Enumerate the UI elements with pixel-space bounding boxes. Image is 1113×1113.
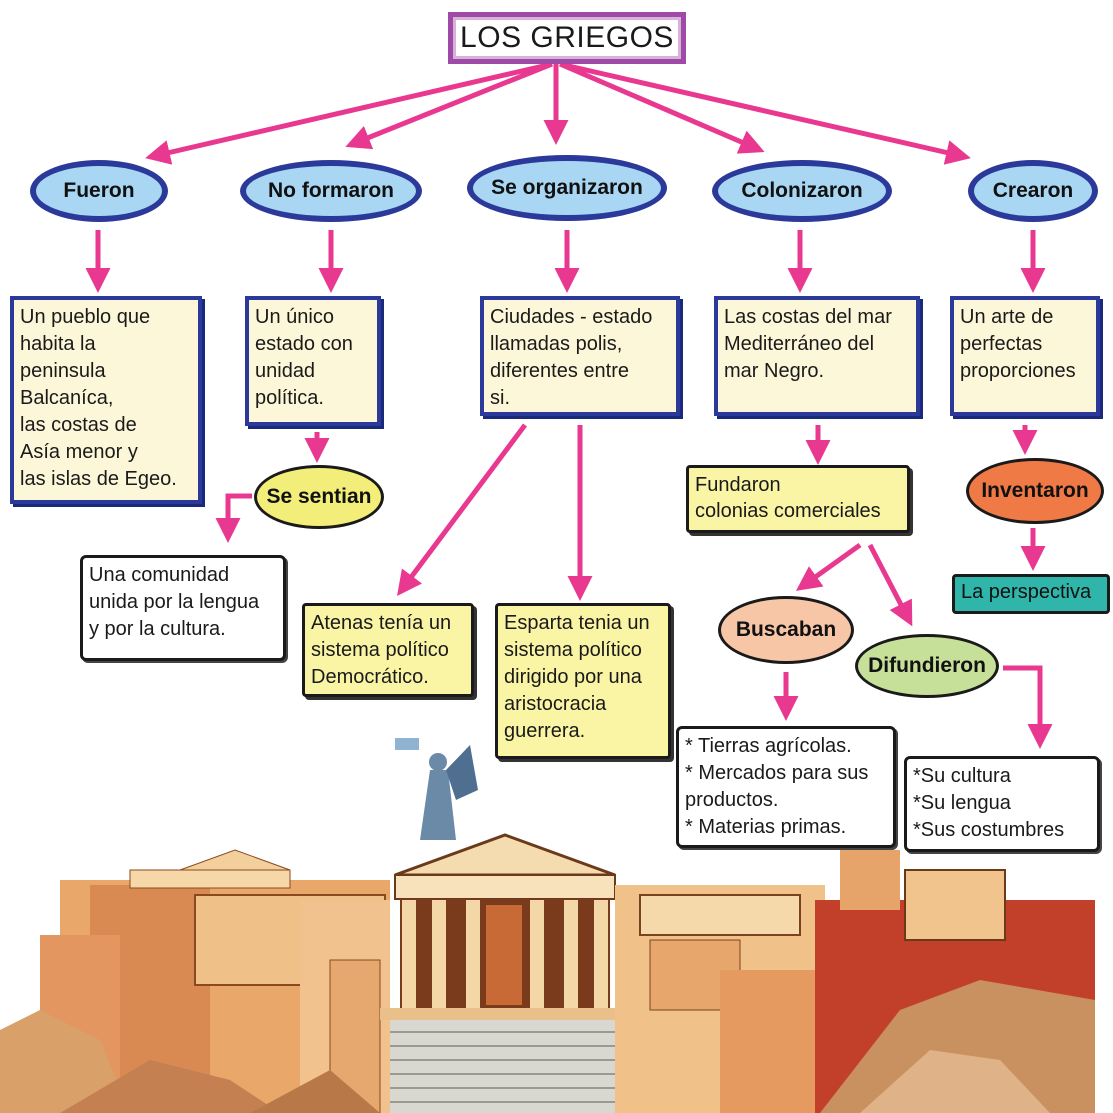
box-difundieron-items: *Su cultura *Su lengua *Sus costumbres	[904, 756, 1100, 852]
rocks	[0, 1010, 380, 1113]
box-se-organizaron-description: Ciudades - estado llamadas polis, difere…	[480, 296, 680, 416]
box-crearon-description: Un arte de perfectas proporciones	[950, 296, 1100, 416]
oval-inventaron: Inventaron	[966, 458, 1104, 524]
arrow-polis-atenas	[397, 423, 528, 597]
box-la-perspectiva: La perspectiva	[952, 574, 1110, 614]
arrow-fundaron-buscaban	[795, 542, 862, 591]
athena-statue	[395, 738, 478, 840]
box-fueron-description: Un pueblo que habita la peninsula Balcan…	[10, 296, 202, 504]
arrow-difundieron-items	[1003, 665, 1053, 749]
box-fundaron-colonias: Fundaron colonias comerciales	[686, 465, 910, 533]
box-colonizaron-description: Las costas del mar Mediterráneo del mar …	[714, 296, 920, 416]
oval-difundieron: Difundieron	[855, 634, 999, 698]
arrow-sesentian-comunidad	[215, 493, 252, 543]
oval-crearon: Crearon	[968, 160, 1098, 222]
oval-se-organizaron: Se organizaron	[467, 155, 667, 221]
arrow-title-noformaron	[345, 61, 553, 150]
oval-fueron: Fueron	[30, 160, 168, 222]
box-atenas: Atenas tenía un sistema político Democrá…	[302, 603, 474, 697]
box-comunidad: Una comunidad unida por la lengua y por …	[80, 555, 286, 661]
temple-center-propylaea	[380, 833, 640, 1113]
arrow-title-colonizaron	[559, 61, 765, 154]
page-title: LOS GRIEGOS	[448, 12, 686, 64]
arrow-fundaron-difundieron	[867, 543, 913, 627]
oval-no-formaron: No formaron	[240, 160, 422, 222]
temple-left-building	[40, 849, 390, 1113]
arrow-title-fueron	[145, 61, 553, 165]
box-esparta: Esparta tenia un sistema político dirigi…	[495, 603, 671, 759]
oval-buscaban: Buscaban	[718, 596, 854, 664]
box-buscaban-items: * Tierras agrícolas. * Mercados para sus…	[676, 726, 896, 848]
temple-right-buildings	[615, 850, 1095, 1113]
oval-colonizaron: Colonizaron	[712, 160, 892, 222]
arrow-title-crearon	[559, 61, 971, 165]
oval-se-sentian: Se sentian	[254, 465, 384, 529]
box-no-formaron-description: Un único estado con unidad política.	[245, 296, 381, 426]
